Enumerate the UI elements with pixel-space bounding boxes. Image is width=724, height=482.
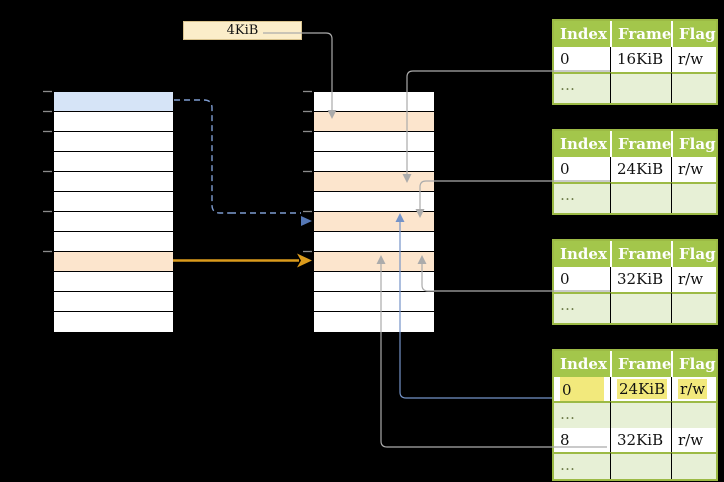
page-table-4-row-3: … bbox=[554, 452, 716, 479]
memory-left-row-11 bbox=[54, 312, 173, 332]
table-cell: r/w bbox=[671, 157, 716, 182]
table-cell: 24KiB bbox=[610, 157, 671, 182]
column-header: Flags bbox=[671, 241, 716, 267]
memory-left-row-2 bbox=[54, 132, 173, 152]
column-header: Index bbox=[560, 135, 607, 153]
memory-middle-row-6 bbox=[314, 212, 434, 232]
memory-middle-row-1 bbox=[314, 112, 434, 132]
memory-left-row-8 bbox=[54, 252, 173, 272]
column-header: Frame bbox=[610, 241, 671, 267]
memory-middle-row-3 bbox=[314, 152, 434, 172]
table-cell bbox=[671, 72, 716, 103]
page-table-1: IndexFrameFlags016KiBr/w… bbox=[552, 19, 718, 105]
connector-virtual8-to-frame8 bbox=[173, 253, 312, 268]
column-header: Flags bbox=[671, 351, 716, 377]
page-table-4-header: IndexFrameFlags bbox=[554, 351, 716, 377]
page-table-4-row-1: … bbox=[554, 401, 716, 428]
table-cell bbox=[610, 401, 671, 428]
connector-virtual0-to-frame6 bbox=[174, 99, 312, 226]
table-cell: r/w bbox=[671, 47, 716, 72]
table-cell: 24KiB bbox=[610, 377, 671, 401]
table-cell bbox=[610, 182, 671, 213]
table-cell: r/w bbox=[671, 267, 716, 292]
memory-middle-row-5 bbox=[314, 192, 434, 212]
memory-middle-row-7 bbox=[314, 232, 434, 252]
memory-middle-row-9 bbox=[314, 272, 434, 292]
memory-left-row-1 bbox=[54, 112, 173, 132]
left-axis-ticks bbox=[43, 90, 52, 253]
memory-middle-row-4 bbox=[314, 172, 434, 192]
page-size-label: 4KiB bbox=[183, 21, 302, 40]
table-cell bbox=[671, 401, 716, 428]
table-cell: … bbox=[554, 452, 610, 479]
table-cell: 32KiB bbox=[610, 428, 671, 452]
page-table-3: IndexFrameFlags032KiBr/w… bbox=[552, 239, 718, 325]
column-header: Flags bbox=[671, 21, 716, 47]
column-header: Index bbox=[560, 355, 607, 373]
table-cell bbox=[610, 72, 671, 103]
table-cell bbox=[671, 452, 716, 479]
memory-left-row-4 bbox=[54, 172, 173, 192]
page-table-3-row-1: … bbox=[554, 292, 716, 323]
page-table-4-row-0: 0 24KiB r/w bbox=[554, 377, 716, 401]
table-cell: … bbox=[554, 182, 610, 213]
memory-left-row-6 bbox=[54, 212, 173, 232]
page-table-4: IndexFrameFlags024KiBr/w…832KiBr/w… bbox=[552, 349, 718, 481]
middle-axis-ticks bbox=[303, 90, 312, 253]
memory-table-middle bbox=[313, 91, 435, 333]
column-header: Index bbox=[560, 245, 607, 263]
memory-left-row-3 bbox=[54, 152, 173, 172]
highlighted-value: r/w bbox=[678, 379, 708, 399]
table-cell: 0 bbox=[554, 47, 610, 72]
page-table-2-header: IndexFrameFlags bbox=[554, 131, 716, 157]
table-cell: 32KiB bbox=[610, 267, 671, 292]
page-table-2-row-1: … bbox=[554, 182, 716, 213]
memory-middle-row-8 bbox=[314, 252, 434, 272]
table-cell bbox=[610, 452, 671, 479]
memory-left-row-0 bbox=[54, 92, 173, 112]
table-cell: 8 bbox=[554, 428, 610, 452]
table-cell bbox=[671, 182, 716, 213]
memory-middle-row-0 bbox=[314, 92, 434, 112]
column-header: Index bbox=[560, 25, 607, 43]
table-cell: … bbox=[554, 72, 610, 103]
memory-middle-row-11 bbox=[314, 312, 434, 332]
table-cell: 0 bbox=[554, 267, 610, 292]
table-cell bbox=[610, 292, 671, 323]
table-cell: 0 bbox=[554, 157, 610, 182]
memory-left-row-9 bbox=[54, 272, 173, 292]
memory-left-row-5 bbox=[54, 192, 173, 212]
memory-table-left bbox=[53, 91, 174, 333]
table-cell: … bbox=[554, 401, 610, 428]
table-cell: r/w bbox=[671, 377, 716, 401]
column-header: Frame bbox=[610, 351, 671, 377]
page-table-1-header: IndexFrameFlags bbox=[554, 21, 716, 47]
table-cell: … bbox=[554, 292, 610, 323]
table-cell: r/w bbox=[671, 428, 716, 452]
column-header: Frame bbox=[610, 131, 671, 157]
page-table-1-row-1: … bbox=[554, 72, 716, 103]
column-header: Flags bbox=[671, 131, 716, 157]
memory-middle-row-2 bbox=[314, 132, 434, 152]
page-table-2: IndexFrameFlags024KiBr/w… bbox=[552, 129, 718, 215]
table-cell: 0 bbox=[554, 377, 610, 401]
column-header: Frame bbox=[610, 21, 671, 47]
table-cell bbox=[671, 292, 716, 323]
page-table-3-header: IndexFrameFlags bbox=[554, 241, 716, 267]
memory-left-row-7 bbox=[54, 232, 173, 252]
memory-middle-row-10 bbox=[314, 292, 434, 312]
table-cell: 16KiB bbox=[610, 47, 671, 72]
highlighted-value: 0 bbox=[560, 377, 604, 401]
highlighted-value: 24KiB bbox=[617, 379, 668, 399]
memory-left-row-10 bbox=[54, 292, 173, 312]
